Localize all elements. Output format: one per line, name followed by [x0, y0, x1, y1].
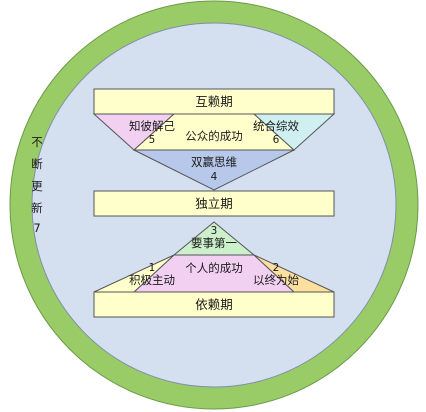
habit-4-label: 双赢思维 [191, 155, 237, 169]
side-text-char-2: 断 [31, 157, 43, 171]
habit-6-label: 统合综效 [253, 119, 299, 133]
upper-bottom-triangle [133, 149, 295, 191]
habit-5-number: 5 [149, 134, 156, 146]
habit-1-number: 1 [149, 262, 156, 274]
habit-4-number: 4 [211, 171, 218, 183]
bottom-bar-label: 依赖期 [195, 297, 233, 312]
bottom-bar [93, 291, 335, 318]
top-bar [93, 88, 335, 115]
middle-bar-label: 独立期 [195, 196, 233, 211]
habit-1-label: 积极主动 [129, 273, 175, 287]
side-text-char-3: 更 [31, 179, 43, 193]
habit-3-label: 要事第一 [191, 236, 237, 250]
side-text-char-4: 新 [31, 201, 43, 215]
side-text-char-1: 不 [31, 135, 43, 149]
public-victory-label: 公众的成功 [185, 129, 243, 143]
side-text-number: 7 [33, 221, 40, 235]
habit-2-number: 2 [273, 262, 280, 274]
habit-6-number: 6 [273, 134, 280, 146]
habit-2-label: 以终为始 [253, 273, 299, 287]
top-bar-label: 互赖期 [195, 94, 233, 109]
private-victory-label: 个人的成功 [185, 261, 243, 275]
middle-bar [93, 190, 335, 217]
habit-5-label: 知彼解己 [129, 119, 175, 133]
habit-3-number: 3 [211, 225, 218, 237]
